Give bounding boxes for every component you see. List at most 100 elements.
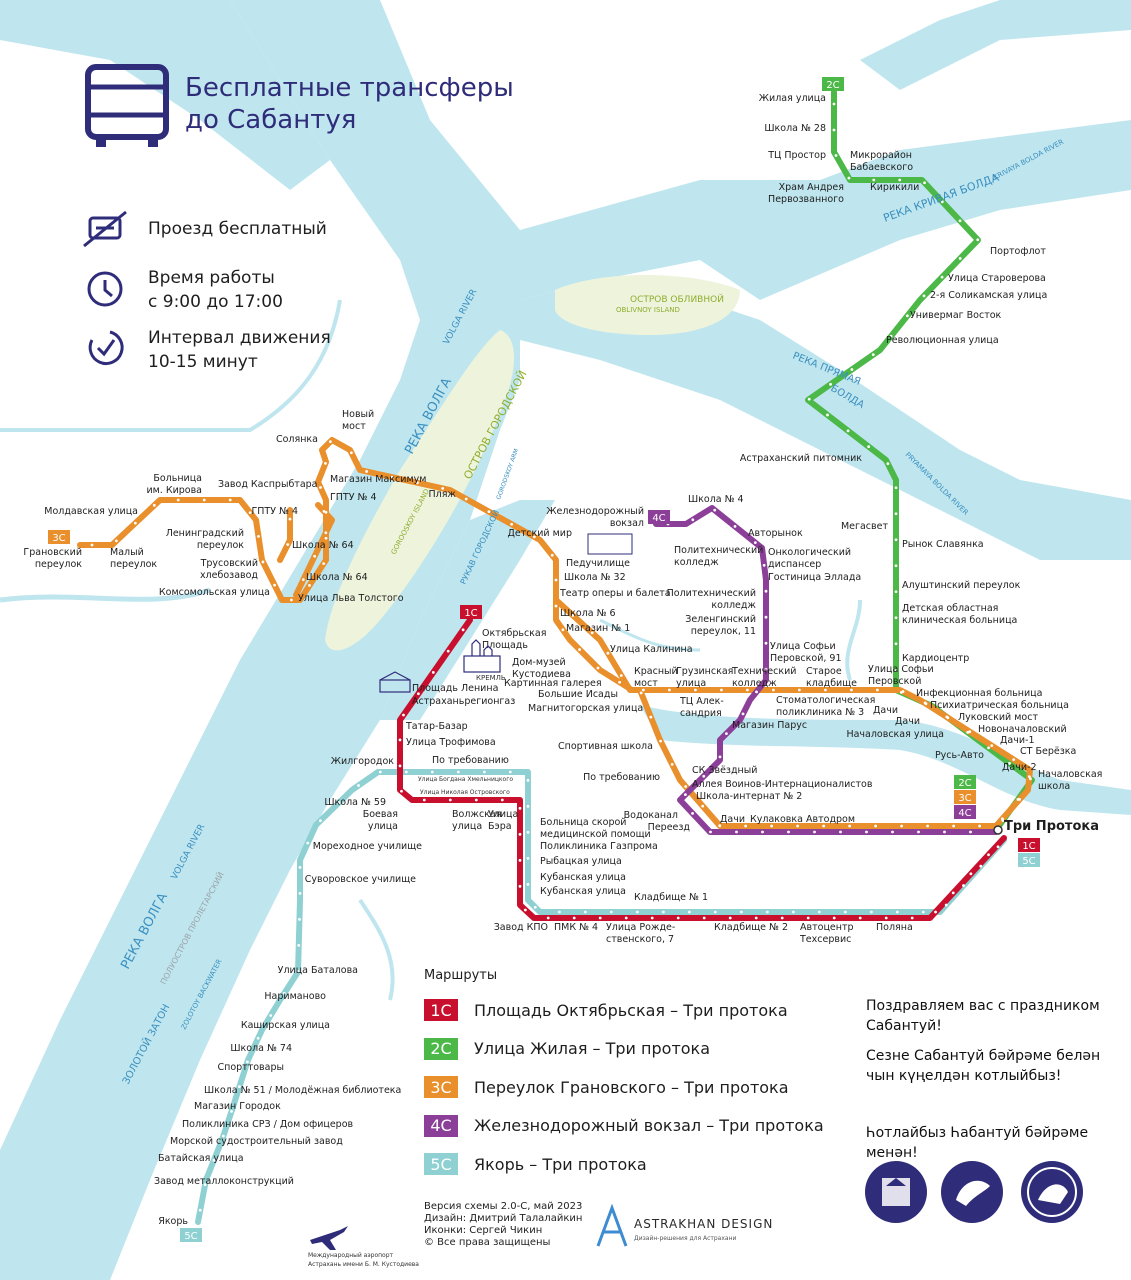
stop-dot: [228, 498, 232, 502]
stop-label: Кубанская улица: [540, 886, 626, 897]
stop-label: Боевая: [363, 809, 398, 820]
stop-dot: [431, 671, 435, 674]
stop-dot: [90, 543, 94, 547]
stop-dot: [900, 824, 904, 828]
stop-label: Три Протока: [1004, 819, 1099, 834]
stop-dot: [114, 539, 118, 543]
stop-dot: [832, 128, 836, 132]
stop-dot: [865, 830, 868, 834]
stop-dot: [713, 508, 717, 512]
stop-label: Грузинская: [676, 666, 733, 677]
stop-dot: [822, 824, 826, 828]
stop-dot: [550, 553, 554, 557]
stop-label: Русь-Авто: [935, 750, 984, 761]
stop-dot: [691, 518, 695, 522]
stop-dot: [609, 910, 613, 914]
stop-dot: [796, 824, 800, 828]
stop-dot: [510, 522, 514, 526]
route-badge-box: [954, 805, 976, 819]
stop-label: Якорь: [158, 1216, 188, 1227]
stop-label: улица: [368, 821, 398, 832]
stop-label: Аллея Воинов-Интернационалистов: [692, 779, 873, 790]
stop-dot: [198, 1208, 202, 1212]
interval-icon: [88, 330, 124, 366]
stop-dot: [969, 830, 972, 834]
stop-label: Школа № 59: [324, 797, 386, 808]
small-label: Улица Николая Островского: [420, 789, 510, 796]
stop-label: ГПТУ № 4: [330, 492, 377, 503]
stop-label: колледж: [674, 557, 719, 568]
stop-label: Мегасвет: [841, 521, 889, 532]
stop-label: Технический: [731, 666, 796, 677]
stop-dot: [987, 746, 990, 750]
route-badge-code: 1С: [464, 608, 477, 619]
stop-dot: [246, 1060, 249, 1064]
route-badge-box: [48, 530, 70, 544]
route-badge-code: 4С: [958, 808, 971, 819]
stop-dot: [448, 798, 452, 802]
stop-label: СТ Берёзка: [1020, 746, 1076, 757]
credits-design: Дизайн: Дмитрий Талалайкин: [424, 1213, 583, 1224]
stop-label: медицинской помощи: [540, 829, 651, 840]
stop-label: Астраханьрегионгаз: [412, 696, 515, 707]
stop-label: Площадь Ленина: [412, 683, 498, 694]
stop-dot: [430, 770, 434, 774]
stop-label: колледж: [732, 678, 777, 689]
stop-dot: [924, 702, 928, 706]
stop-label: Морской судостроительный завод: [170, 1136, 343, 1147]
stop-dot: [894, 642, 898, 646]
railway-station-icon: [587, 533, 633, 555]
stop-dot: [946, 716, 950, 720]
stop-label: СК Звёздный: [692, 765, 757, 776]
stop-label: сандрия: [680, 708, 722, 719]
stop-dot: [301, 578, 305, 582]
stop-dot: [951, 891, 955, 895]
stop-dot: [298, 891, 302, 895]
stop-dot: [415, 481, 419, 485]
stop-dot: [416, 692, 420, 696]
stop-label: улица: [676, 678, 706, 689]
stop-label: ТЦ Алек-: [679, 696, 724, 707]
route-badge: 4С: [954, 805, 976, 819]
stop-label: Театр оперы и балета: [559, 588, 671, 599]
stop-label: Картинная галерея: [504, 678, 602, 689]
stop-dot: [526, 830, 530, 834]
route-badge-code: 5С: [1022, 856, 1035, 867]
stop-dot: [934, 910, 937, 914]
stop-dot: [306, 841, 310, 845]
route-badge-box: [460, 605, 482, 619]
stop-dot: [894, 668, 898, 672]
stop-dot: [598, 916, 602, 920]
stop-label: Кардиоцентр: [902, 653, 969, 664]
stop-label: улица: [452, 821, 482, 832]
stop-dot: [894, 590, 898, 594]
terminal-marker: [993, 825, 1003, 835]
horse-emblem: [941, 1161, 1003, 1223]
stop-label: Красный: [634, 666, 678, 677]
stop-dot: [482, 770, 486, 774]
stop-dot: [848, 824, 852, 828]
stop-label: Трусовский: [200, 558, 258, 569]
stop-dot: [741, 712, 745, 716]
stop-label: 2-я Соликамская улица: [930, 290, 1047, 301]
stop-label: Малый: [110, 547, 144, 558]
stop-dot: [474, 798, 478, 802]
legend-label: Улица Жилая – Три протока: [474, 1039, 711, 1058]
stop-dot: [257, 535, 260, 538]
route-badge-box: [822, 77, 844, 91]
stop-dot: [659, 739, 662, 743]
stop-label: Луковский мост: [958, 712, 1038, 723]
stop-label: Кирикили: [870, 182, 919, 193]
stop-markers: [90, 102, 1032, 1212]
stop-dot: [337, 801, 341, 804]
stop-dot: [709, 830, 712, 834]
route-5c: [195, 769, 1007, 1225]
stop-dot: [554, 578, 558, 582]
stop-dot: [979, 864, 983, 868]
gorodskoy-island: [325, 330, 515, 651]
route-4c: [653, 505, 999, 835]
stop-dot: [976, 238, 980, 242]
stop-label: Астраханский питомник: [740, 453, 862, 464]
stop-label: переулок: [110, 559, 157, 570]
stop-dot: [619, 674, 623, 677]
